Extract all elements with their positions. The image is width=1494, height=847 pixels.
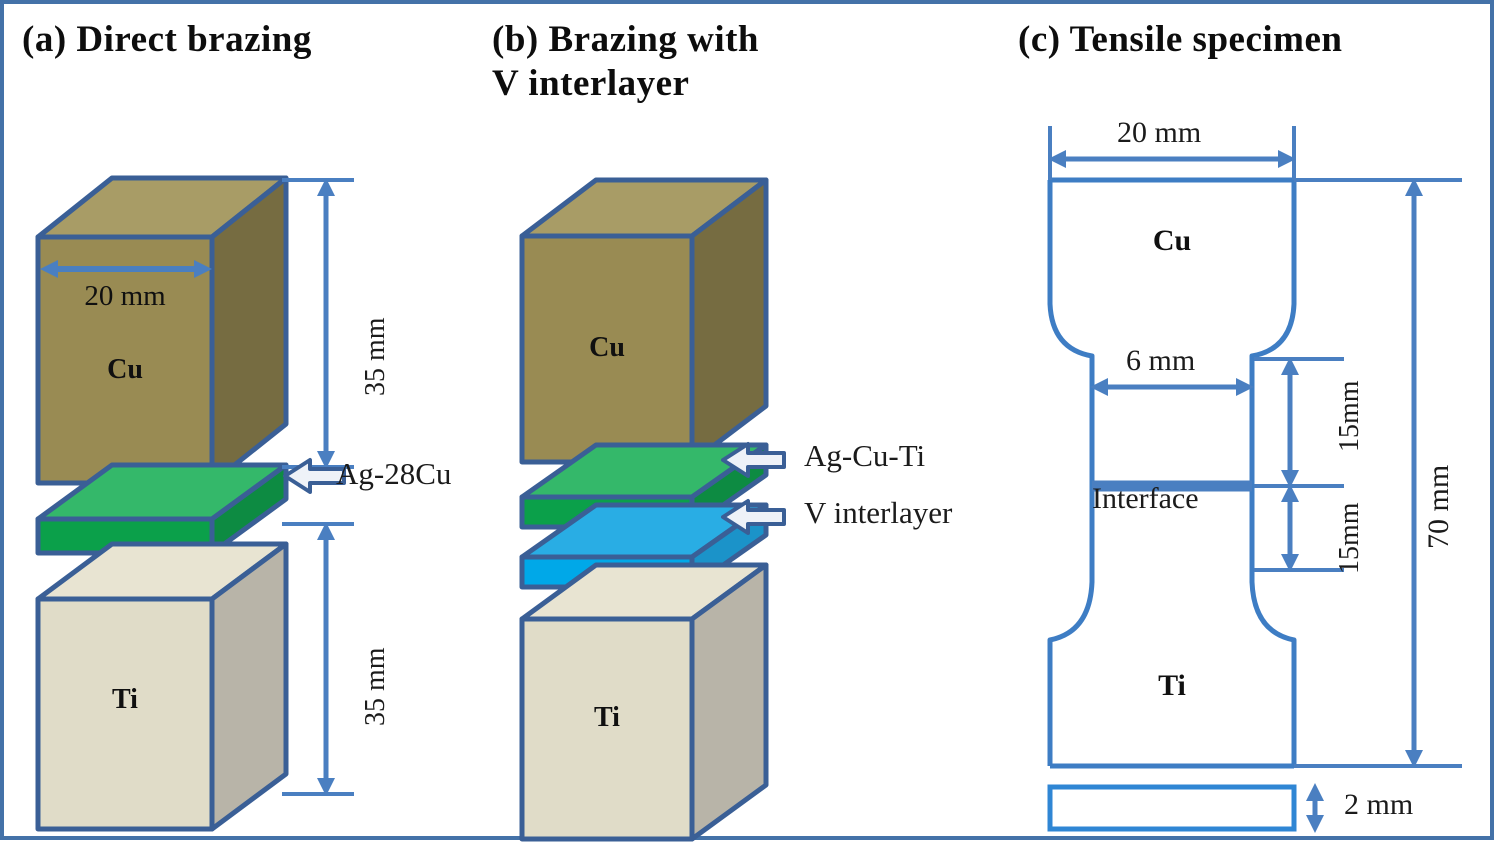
panel-a-ti-block: Ti <box>30 534 300 839</box>
panel-c: (c) Tensile specimen Cu Ti Interface <box>1004 4 1494 836</box>
panel-b-cu-block: Cu <box>514 174 784 474</box>
panel-c-gauge-width-label: 6 mm <box>1126 344 1196 377</box>
panel-b-ti-label: Ti <box>594 702 620 733</box>
panel-b: (b) Brazing with V interlayer Cu <box>474 4 1004 842</box>
panel-b-title: (b) Brazing with V interlayer <box>492 19 759 104</box>
panel-c-thickness-label: 2 mm <box>1344 788 1414 821</box>
panel-c-gauge-lower-label: 15mm <box>1334 502 1365 574</box>
panel-b-cu-label: Cu <box>589 332 625 363</box>
panel-a: (a) Direct brazing 20 mm Cu <box>4 4 474 836</box>
panel-a-width-label: 20 mm <box>84 280 166 312</box>
panel-c-title: (c) Tensile specimen <box>1018 19 1343 60</box>
panel-b-filler-label: Ag-Cu-Ti <box>804 438 926 473</box>
panel-b-interlayer-label: V interlayer <box>804 495 953 530</box>
panel-a-cu-label: Cu <box>107 354 143 385</box>
panel-a-cu-height-label: 35 mm <box>360 317 391 396</box>
panel-c-interface-label: Interface <box>1092 482 1199 515</box>
panel-c-ti-label: Ti <box>1158 669 1186 702</box>
panel-c-gauge-width-dimension <box>1090 378 1254 396</box>
panel-c-specimen <box>1047 177 1297 832</box>
panel-a-cu-block: 20 mm Cu <box>30 172 300 492</box>
panel-c-gauge-upper-label: 15mm <box>1334 380 1365 452</box>
panel-a-title: (a) Direct brazing <box>22 19 312 60</box>
panel-c-gauge-height-dimensions <box>1254 357 1344 572</box>
panel-a-ti-label: Ti <box>112 684 138 715</box>
panel-c-total-length-dimension <box>1294 178 1462 768</box>
panel-c-grip-width-dimension <box>1048 126 1296 180</box>
panel-c-total-length-label: 70 mm <box>1422 464 1455 549</box>
panel-a-ti-height-label: 35 mm <box>360 647 391 726</box>
panel-c-thickness-dimension <box>1306 783 1324 833</box>
panel-c-grip-width-label: 20 mm <box>1117 116 1202 149</box>
panel-b-ti-block: Ti <box>514 557 784 847</box>
panel-c-cu-label: Cu <box>1152 224 1192 257</box>
panel-a-filler-callout-label: Ag-28Cu <box>336 456 452 491</box>
